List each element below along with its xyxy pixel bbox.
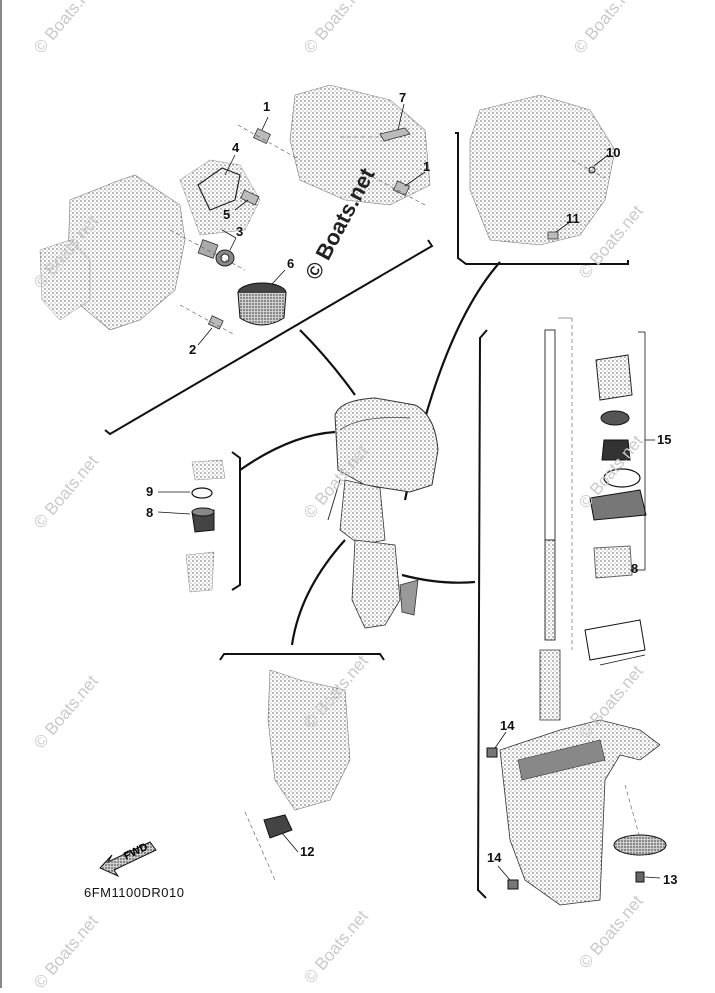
gasket-plate [584,619,646,666]
callout-1: 1 [423,159,431,174]
exhaust-part-12 [244,669,351,881]
parts-10-11 [547,154,609,240]
bolts-14 [486,731,519,890]
connector-line-4 [290,539,346,646]
callout-13: 13 [663,872,678,887]
callout-8: 8 [146,505,154,520]
bracket-right [476,329,488,899]
connector-line-1 [299,329,356,396]
plug-part-1b [359,169,426,206]
callout-12: 12 [300,844,315,859]
bracket-top-left [104,239,434,436]
callout-2: 2 [189,342,197,357]
bracket-left [231,451,241,591]
callout-15: 15 [657,432,672,447]
callout-10: 10 [606,145,621,160]
anode-13 [613,784,667,883]
engine-block-left [39,159,261,331]
lower-unit [499,649,661,906]
thermostat-3 [169,229,246,271]
parts-8-9 [157,459,226,593]
callout-11: 11 [566,211,580,226]
diagram-code: 6FM1100DR010 [84,885,185,900]
water-pump-kit-15 [589,331,655,579]
fwd-arrow-icon: FWD [99,841,157,878]
connector-line-3 [239,430,336,471]
plug-part-1 [237,116,301,161]
callout-1: 1 [263,99,271,114]
spark-plug-7 [340,103,411,142]
callout-7: 7 [399,90,407,105]
bracket-bottom-left [219,653,385,661]
callout-9: 9 [146,484,154,499]
cylinder-head [289,84,431,206]
drive-shaft [544,317,573,650]
callout-5: 5 [223,207,231,222]
callout-3: 3 [236,224,244,239]
connector-line-5 [401,573,476,584]
callout-14: 14 [487,850,502,865]
oil-filter-6 [237,269,287,326]
part-2 [179,304,236,346]
callout-14: 14 [500,718,515,733]
callout-6: 6 [287,256,295,271]
gasket-4 [197,154,241,211]
bracket-top-right [455,132,629,265]
callout-8: 8 [631,561,639,576]
outboard-motor [327,397,439,629]
part-5 [234,189,260,211]
engine-block-right [469,94,616,246]
callout-4: 4 [232,140,240,155]
